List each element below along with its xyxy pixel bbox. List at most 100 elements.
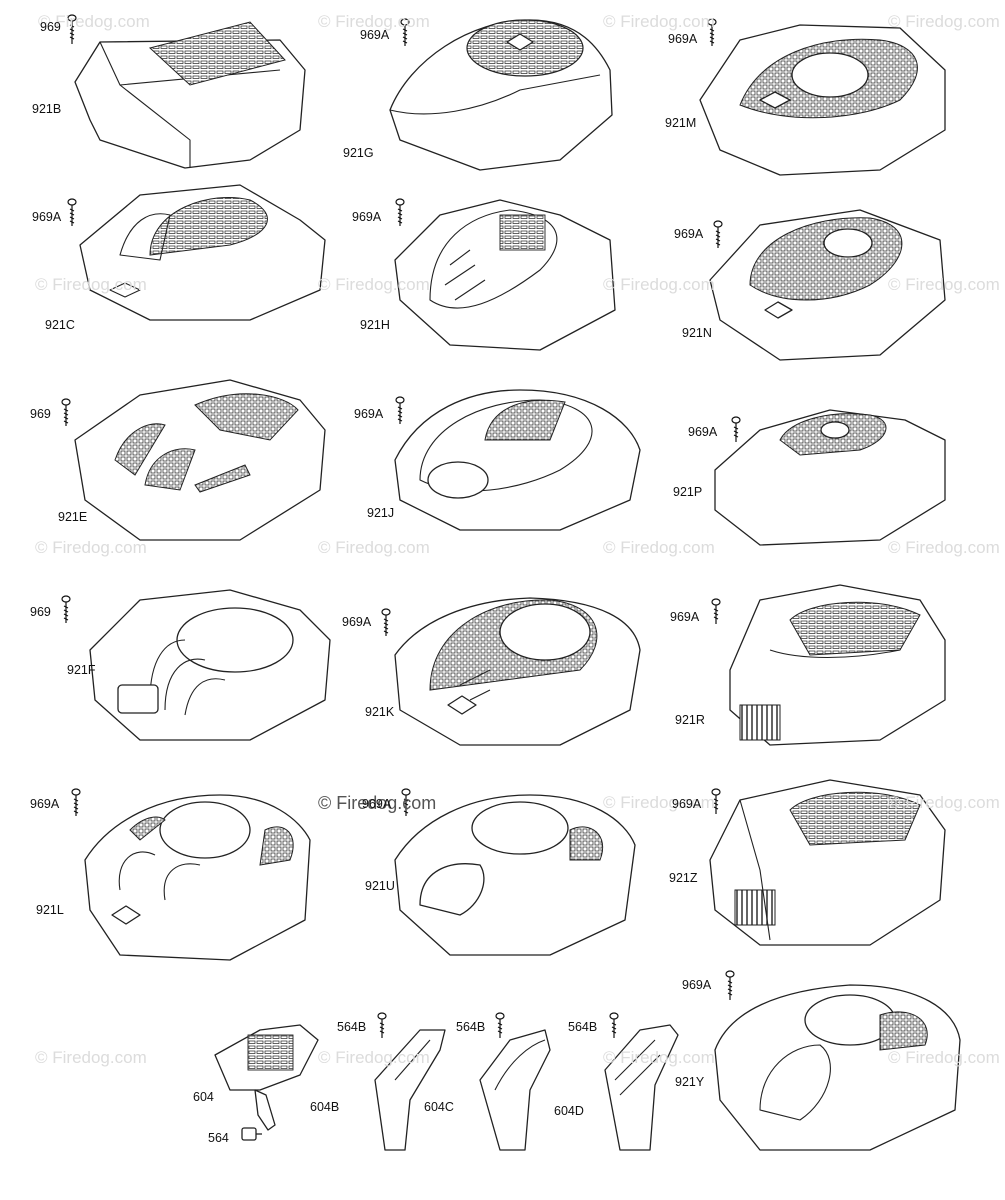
part-label-921E: 921E xyxy=(58,510,88,524)
part-label-921Z: 921Z xyxy=(669,871,698,885)
part-label-921Y: 921Y xyxy=(675,1075,705,1089)
watermark: © Firedog.com xyxy=(888,1048,1000,1067)
screw-icon xyxy=(731,416,741,442)
cover-921C xyxy=(79,184,326,321)
watermark: © Firedog.com xyxy=(35,1048,147,1067)
screw-icon xyxy=(707,18,717,46)
screw-label-564B: 564B xyxy=(337,1020,367,1034)
part-label-921U: 921U xyxy=(365,879,395,893)
screw-label-969A: 969A xyxy=(670,610,700,624)
part-label-921G: 921G xyxy=(343,146,374,160)
part-label-604D: 604D xyxy=(554,1104,584,1118)
screw-label-969: 969 xyxy=(30,407,51,421)
watermark: © Firedog.com xyxy=(888,275,1000,294)
screw-label-969: 969 xyxy=(30,605,51,619)
part-label-921L: 921L xyxy=(36,903,64,917)
watermark: © Firedog.com xyxy=(318,538,430,557)
part-label-921K: 921K xyxy=(365,705,395,719)
watermark: © Firedog.com xyxy=(603,12,715,31)
screw-label-969A: 969A xyxy=(674,227,704,241)
screw-label-969: 969 xyxy=(40,20,61,34)
watermark: © Firedog.com xyxy=(35,538,147,557)
part-label-604B: 604B xyxy=(310,1100,340,1114)
screw-label-969A: 969A xyxy=(360,28,390,42)
part-label-921F: 921F xyxy=(67,663,96,677)
part-label-604: 604 xyxy=(193,1090,214,1104)
screw-icon xyxy=(400,18,410,46)
part-label-921C: 921C xyxy=(45,318,75,332)
part-label-921P: 921P xyxy=(673,485,703,499)
screw-icon xyxy=(71,788,81,816)
cover-921M xyxy=(699,24,946,176)
screw-icon xyxy=(61,398,71,426)
watermark: © Firedog.com xyxy=(603,538,715,557)
watermark: © Firedog.com xyxy=(318,1048,430,1067)
cover-921L xyxy=(84,794,311,961)
cover-921Y xyxy=(714,984,961,1151)
cover-921R xyxy=(729,584,946,746)
part-label-921N: 921N xyxy=(682,326,712,340)
shield-604C xyxy=(479,1029,551,1151)
screw-label-564B: 564B xyxy=(568,1020,598,1034)
watermark: © Firedog.com xyxy=(318,12,430,31)
screw-icon xyxy=(381,608,391,636)
part-label-604C: 604C xyxy=(424,1100,454,1114)
cover-921Z xyxy=(709,779,946,946)
watermark: © Firedog.com xyxy=(318,275,430,294)
screw-icon xyxy=(711,788,721,814)
watermark-center: © Firedog.com xyxy=(318,793,437,813)
watermark: © Firedog.com xyxy=(888,538,1000,557)
watermark: © Firedog.com xyxy=(603,793,715,812)
cover-921N xyxy=(709,209,946,361)
shield-604B xyxy=(374,1029,446,1151)
screw-icon xyxy=(67,14,77,44)
watermark: © Firedog.com xyxy=(603,1048,715,1067)
shield-604 xyxy=(214,1024,319,1131)
screw-label-969A: 969A xyxy=(682,978,712,992)
watermark: © Firedog.com xyxy=(888,12,1000,31)
screw-icon xyxy=(377,1012,387,1038)
screw-label-969A: 969A xyxy=(672,797,702,811)
part-label-564: 564 xyxy=(208,1131,229,1145)
part-label-921M: 921M xyxy=(665,116,697,130)
screw-icons xyxy=(61,14,741,1038)
watermark: © Firedog.com xyxy=(38,12,150,31)
part-label-921B: 921B xyxy=(32,102,62,116)
screw-label-969A: 969A xyxy=(30,797,60,811)
screw-icon xyxy=(395,198,405,226)
cover-921J xyxy=(394,389,641,531)
cover-921F xyxy=(89,589,331,741)
screw-label-969A: 969A xyxy=(342,615,372,629)
screw-icon xyxy=(711,598,721,624)
screw-icon xyxy=(395,396,405,424)
screw-label-564B: 564B xyxy=(456,1020,486,1034)
cover-921K xyxy=(394,597,641,746)
cover-921U xyxy=(394,794,636,956)
cover-921E xyxy=(74,379,326,541)
screw-icon xyxy=(67,198,77,226)
screw-icon xyxy=(609,1012,619,1038)
screw-icon xyxy=(725,970,735,1000)
watermark: © Firedog.com xyxy=(603,275,715,294)
bolt-564 xyxy=(241,1127,262,1141)
watermark: © Firedog.com xyxy=(888,793,1000,812)
part-label-921R: 921R xyxy=(675,713,705,727)
part-label-921J: 921J xyxy=(367,506,395,520)
screw-icon xyxy=(713,220,723,248)
part-label-921H: 921H xyxy=(360,318,390,332)
screw-icon xyxy=(495,1012,505,1038)
cover-921P xyxy=(714,409,946,546)
screw-label-969A: 969A xyxy=(362,797,392,811)
cover-921B xyxy=(74,21,306,169)
watermark: © Firedog.com xyxy=(35,275,147,294)
screw-label-969A: 969A xyxy=(354,407,384,421)
screw-icon xyxy=(401,788,411,816)
screw-label-969A: 969A xyxy=(688,425,718,439)
screw-icon xyxy=(61,595,71,623)
cover-921H xyxy=(394,199,616,351)
shield-604D xyxy=(604,1024,679,1151)
screw-label-969A: 969A xyxy=(352,210,382,224)
screw-label-969A: 969A xyxy=(668,32,698,46)
cover-921G xyxy=(389,19,613,171)
